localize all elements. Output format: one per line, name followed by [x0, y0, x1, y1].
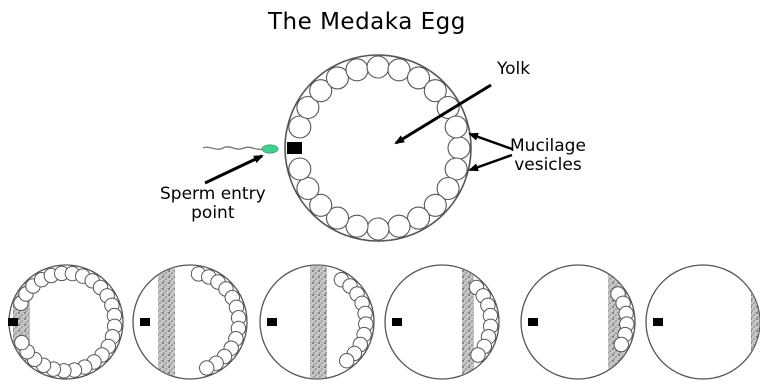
mucilage-vesicle [445, 158, 467, 180]
cytoplasm-band [751, 265, 760, 379]
sperm-entry-marker [140, 318, 150, 326]
stage-egg-6 [646, 265, 760, 379]
mucilage-arrow-lower [470, 155, 512, 170]
mucilage-vesicle [445, 116, 467, 138]
sperm-entry-marker [287, 142, 302, 154]
stage-egg-4 [385, 265, 499, 379]
sperm-entry-marker [392, 318, 402, 326]
mucilage-vesicle [327, 67, 349, 89]
mucilage-vesicle [340, 354, 354, 368]
stage-egg-2 [133, 265, 247, 379]
mucilage-vesicle [614, 337, 628, 351]
sperm-entry-marker [267, 318, 277, 326]
stage-egg-membrane [646, 265, 760, 379]
cytoplasm-band [158, 265, 175, 379]
sperm-head [262, 145, 278, 153]
sperm-label-line2: point [160, 204, 266, 223]
mucilage-vesicle [448, 137, 470, 159]
sperm-entry-marker [653, 318, 663, 326]
sperm-label-line1: Sperm entry [160, 185, 266, 204]
stage-egg-1 [8, 265, 123, 379]
mucilage-vesicle [367, 218, 389, 240]
mucilage-vesicle [388, 215, 410, 237]
sperm-entry-arrow [205, 156, 262, 183]
mucilage-vesicle [367, 56, 389, 78]
sperm-tail [203, 147, 262, 150]
sperm-entry-marker [8, 318, 18, 326]
sperm-entry-marker [528, 318, 538, 326]
mucilage-vesicle [388, 59, 410, 81]
stage-egg-5 [521, 265, 635, 379]
mucilage-label-line2: vesicles [510, 156, 586, 175]
cytoplasm-band [310, 265, 327, 379]
development-stages [8, 265, 760, 379]
mucilage-vesicle [200, 361, 214, 375]
mucilage-vesicle [346, 59, 368, 81]
main-egg [285, 55, 471, 241]
stage-egg-3 [260, 265, 374, 379]
mucilage-vesicle [15, 335, 29, 349]
mucilage-vesicle [289, 158, 311, 180]
sperm-cell [203, 145, 278, 153]
mucilage-label-line1: Mucilage [510, 137, 586, 156]
mucilage-vesicle [289, 116, 311, 138]
sperm-entry-label: Sperm entry point [160, 185, 266, 222]
mucilage-vesicle [346, 215, 368, 237]
mucilage-arrow-upper [470, 134, 512, 149]
mucilage-vesicle [471, 348, 485, 362]
mucilage-vesicle [297, 178, 319, 200]
diagram-title: The Medaka Egg [268, 10, 466, 35]
yolk-label: Yolk [497, 60, 530, 79]
mucilage-vesicles-label: Mucilage vesicles [510, 137, 586, 174]
mucilage-vesicle [408, 207, 430, 229]
